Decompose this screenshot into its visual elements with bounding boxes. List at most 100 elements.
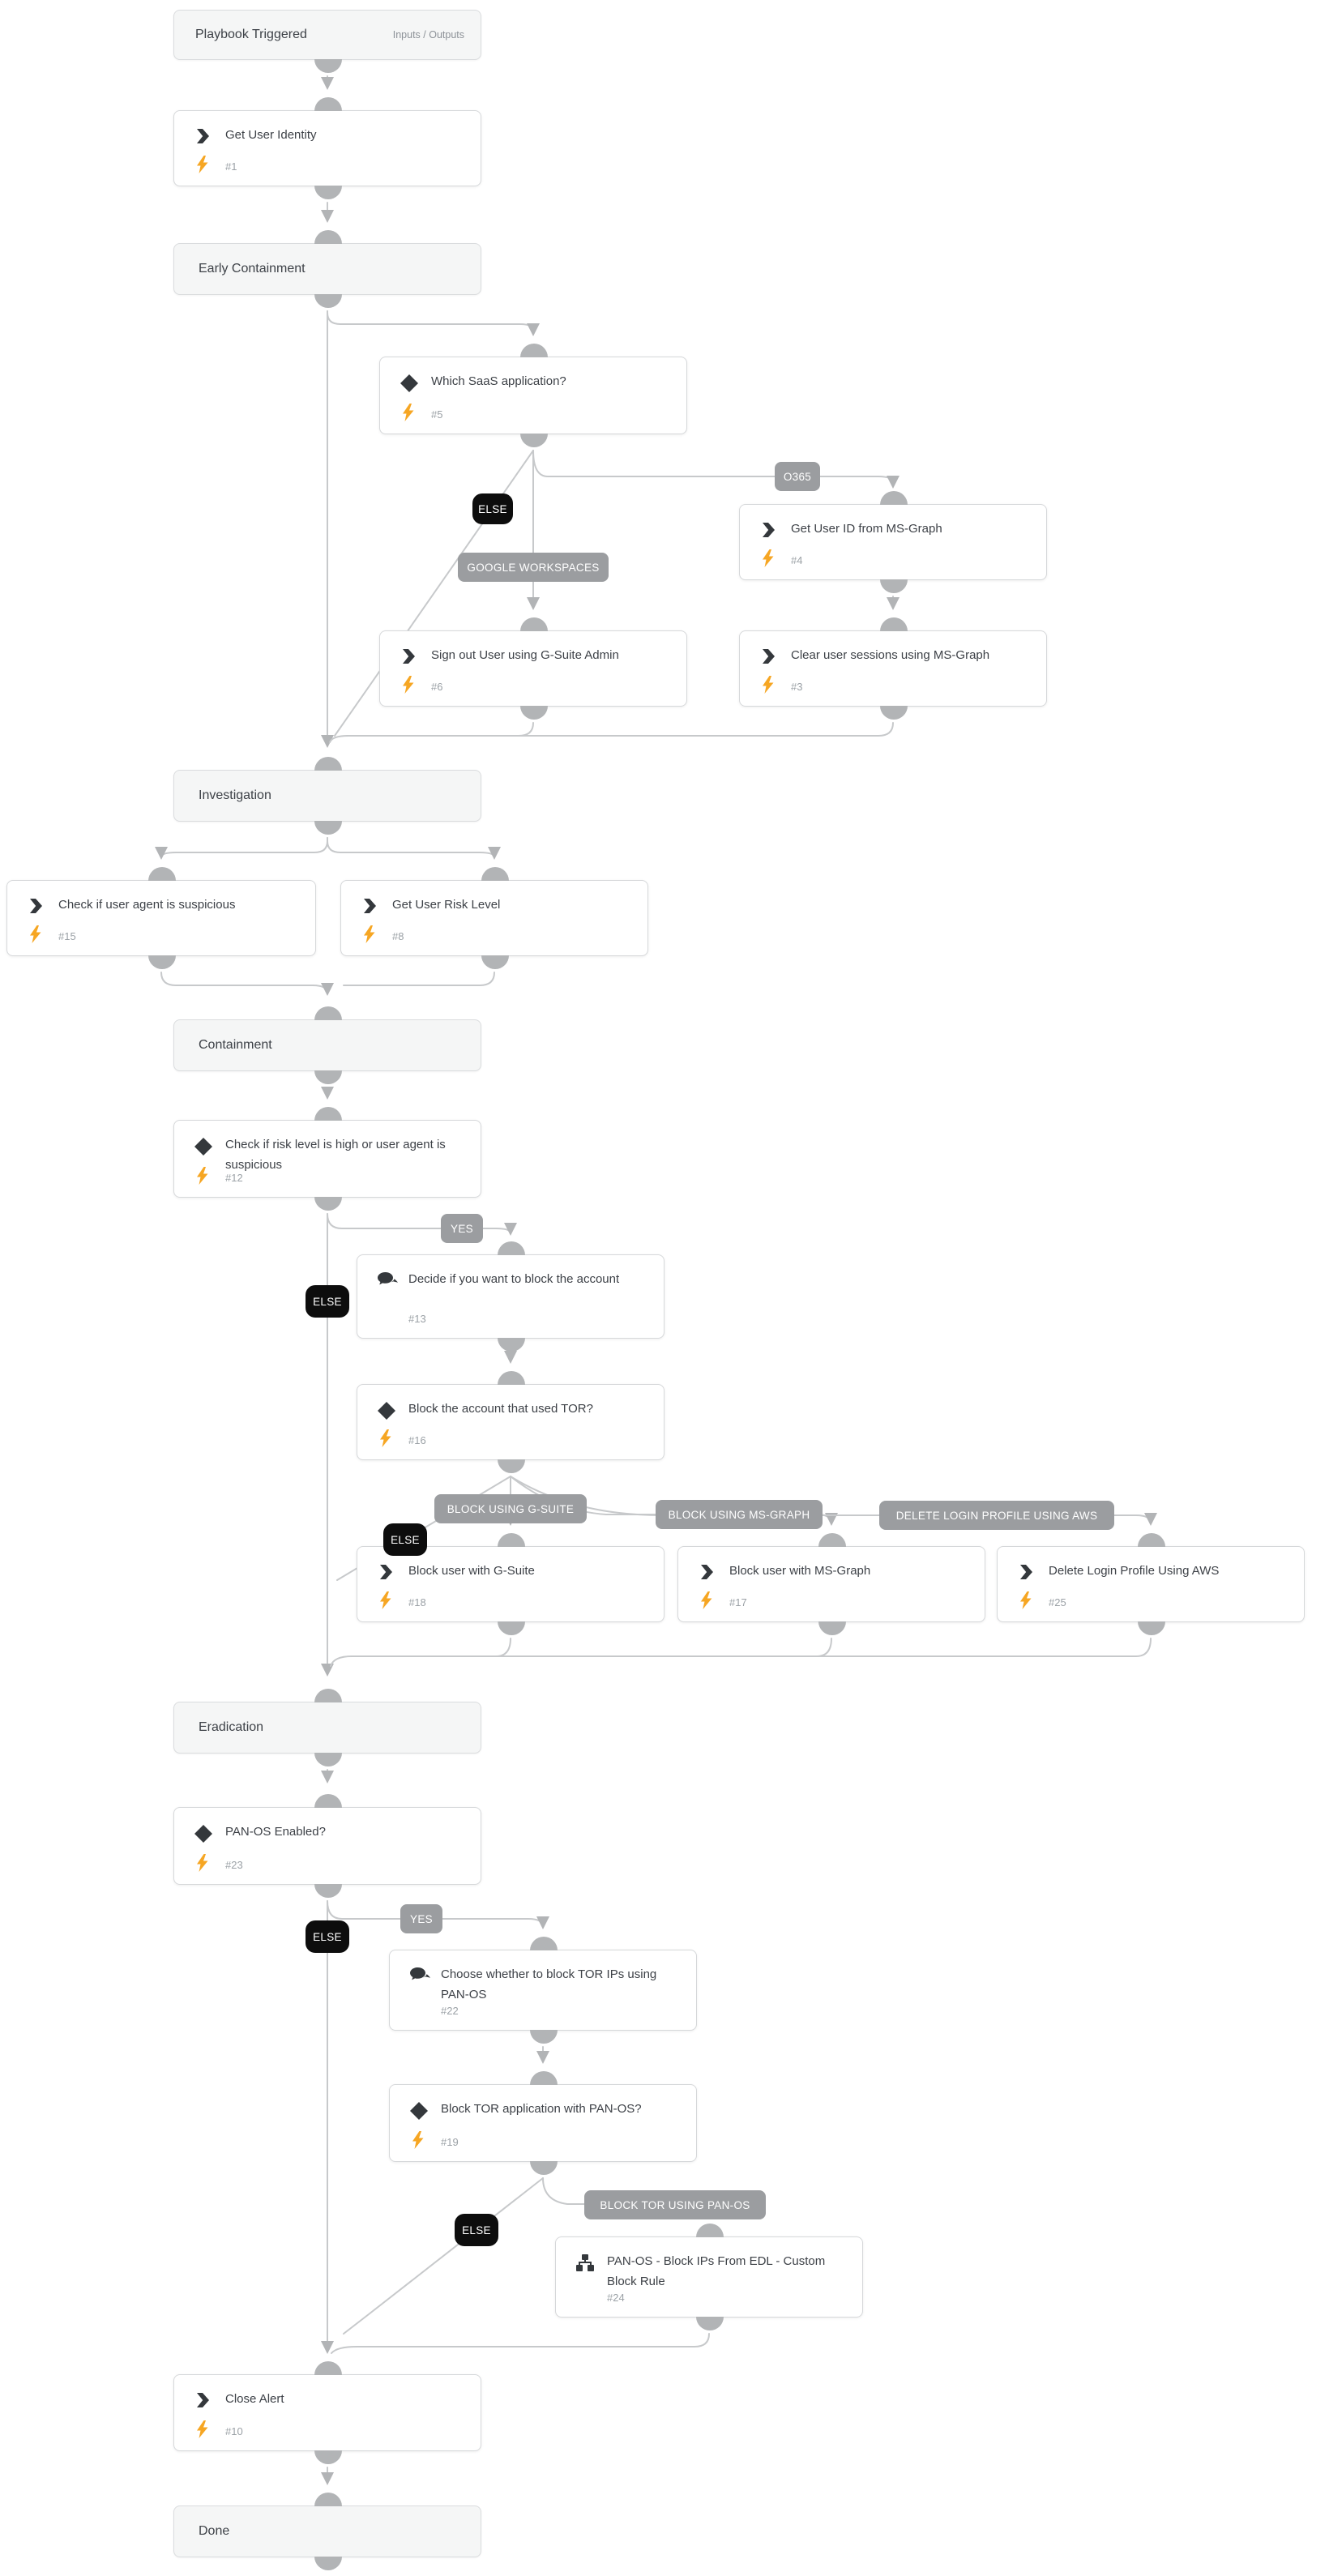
chevron-icon-wrap (760, 522, 780, 541)
edge-5-4-o365 (532, 450, 900, 489)
bolt-icon (412, 2131, 424, 2149)
connector-bottom[interactable] (498, 1338, 525, 1352)
node-eradication[interactable]: Eradication (173, 1689, 481, 1766)
connector-bottom[interactable] (314, 294, 342, 308)
connector-bottom[interactable] (1138, 1621, 1165, 1635)
connector-bottom[interactable] (880, 579, 908, 593)
node-delete-login-profile-using-aws[interactable]: Delete Login Profile Using AWS#25 (997, 1533, 1305, 1635)
node-block-tor-application-with-pan-os[interactable]: Block TOR application with PAN-OS?#19 (389, 2071, 697, 2175)
condition-diamond-icon (378, 1402, 395, 1420)
node-sign-out-user-using-g-suite-admin[interactable]: Sign out User using G-Suite Admin#6 (379, 617, 687, 720)
edge-label-delete-login-profile-using-aws: DELETE LOGIN PROFILE USING AWS (879, 1501, 1114, 1530)
node-get-user-id-from-ms-graph[interactable]: Get User ID from MS-Graph#4 (739, 491, 1047, 593)
node-early-containment[interactable]: Early Containment (173, 230, 481, 308)
task-title: Get User ID from MS-Graph (791, 522, 942, 536)
node-close-alert[interactable]: Close Alert#10 (173, 2361, 481, 2464)
node-check-if-risk-level-is-high-or-user-agent-is-suspicious[interactable]: Check if risk level is high or user agen… (173, 1107, 481, 1211)
node-block-user-with-ms-graph[interactable]: Block user with MS-Graph#17 (677, 1533, 985, 1635)
connector-bottom[interactable] (498, 1621, 525, 1635)
connector-top[interactable] (530, 1937, 558, 1950)
section-title: Investigation (199, 788, 271, 802)
connector-bottom[interactable] (314, 1197, 342, 1211)
connector-bottom[interactable] (314, 1070, 342, 1084)
quiet-mode-bolt-icon (363, 925, 376, 943)
connector-top[interactable] (880, 491, 908, 505)
node-clear-user-sessions-using-ms-graph[interactable]: Clear user sessions using MS-Graph#3 (739, 617, 1047, 720)
edge-label-else-19: ELSE (455, 2214, 498, 2246)
inputs-outputs-link[interactable]: Inputs / Outputs (392, 29, 464, 41)
node-decide-if-you-want-to-block-the-account[interactable]: Decide if you want to block the account#… (357, 1241, 664, 1352)
task-chevron-icon (30, 899, 42, 913)
connector-top[interactable] (498, 1241, 525, 1255)
diamond-icon-wrap (378, 1402, 397, 1421)
section-title: Early Containment (199, 262, 306, 276)
connector-bottom[interactable] (314, 59, 342, 73)
connector-top[interactable] (314, 1689, 342, 1702)
connector-top[interactable] (314, 2493, 342, 2506)
sitemap-icon-wrap (576, 2254, 596, 2274)
connector-bottom[interactable] (314, 1753, 342, 1766)
connector-top[interactable] (314, 97, 342, 111)
bolt-icon (197, 1167, 208, 1185)
connector-top[interactable] (481, 867, 509, 881)
connector-top[interactable] (314, 1006, 342, 1020)
task-title: Check if risk level is high or user agen… (225, 1138, 446, 1172)
connector-bottom[interactable] (818, 1621, 846, 1635)
connector-top[interactable] (818, 1533, 846, 1547)
connector-top[interactable] (520, 617, 548, 631)
node-get-user-identity[interactable]: Get User Identity#1 (173, 97, 481, 199)
edge-25-out (330, 1638, 1152, 1667)
edge-label-else-12: ELSE (306, 1285, 349, 1318)
node-containment[interactable]: Containment (173, 1006, 481, 1084)
connector-top[interactable] (880, 617, 908, 631)
quiet-mode-bolt-icon (412, 2131, 425, 2149)
node-block-the-account-that-used-tor[interactable]: Block the account that used TOR?#16 (357, 1371, 664, 1473)
node-investigation[interactable]: Investigation (173, 757, 481, 835)
quiet-mode-bolt-icon (29, 925, 42, 943)
node-block-user-with-g-suite[interactable]: Block user with G-Suite#18 (357, 1533, 664, 1635)
connector-top[interactable] (314, 1107, 342, 1121)
edge-18-out (353, 1638, 511, 1657)
connector-top[interactable] (1138, 1533, 1165, 1547)
connector-bottom[interactable] (481, 955, 509, 969)
node-which-saas-application[interactable]: Which SaaS application?#5 (379, 344, 687, 447)
connector-bottom[interactable] (148, 955, 176, 969)
node-pan-os-block-ips-from-edl-custom-block-rule[interactable]: PAN-OS - Block IPs From EDL - Custom Blo… (555, 2224, 863, 2330)
node-get-user-risk-level[interactable]: Get User Risk Level#8 (340, 867, 648, 969)
connector-bottom[interactable] (520, 706, 548, 720)
connector-top[interactable] (148, 867, 176, 881)
chevron-icon-wrap (1018, 1564, 1037, 1583)
node-check-if-user-agent-is-suspicious[interactable]: Check if user agent is suspicious#15 (6, 867, 316, 969)
node-choose-whether-to-block-tor-ips-using-pan-os[interactable]: Choose whether to block TOR IPs using PA… (389, 1937, 697, 2044)
connector-top[interactable] (314, 1794, 342, 1808)
connector-top[interactable] (314, 2361, 342, 2375)
node-done[interactable]: Done (173, 2493, 481, 2570)
connector-top[interactable] (696, 2224, 724, 2237)
node-pan-os-enabled[interactable]: PAN-OS Enabled?#23 (173, 1794, 481, 1898)
connector-bottom[interactable] (880, 706, 908, 720)
connector-top[interactable] (498, 1371, 525, 1385)
connector-top[interactable] (530, 2071, 558, 2085)
connector-bottom[interactable] (314, 2450, 342, 2464)
connector-bottom[interactable] (520, 434, 548, 447)
connector-top[interactable] (314, 230, 342, 244)
connector-bottom[interactable] (314, 2557, 342, 2570)
connector-top[interactable] (520, 344, 548, 357)
connector-bottom[interactable] (530, 2030, 558, 2044)
connector-top[interactable] (314, 757, 342, 771)
connector-bottom[interactable] (314, 186, 342, 199)
task-chevron-icon (1020, 1565, 1032, 1579)
bolt-icon (403, 676, 414, 694)
connector-top[interactable] (498, 1533, 525, 1547)
connector-bottom[interactable] (696, 2317, 724, 2330)
quiet-mode-bolt-icon (196, 156, 209, 173)
connector-bottom[interactable] (498, 1459, 525, 1473)
task-title: Which SaaS application? (431, 374, 566, 388)
bolt-icon (1020, 1591, 1032, 1609)
connector-bottom[interactable] (314, 821, 342, 835)
diamond-icon-wrap (194, 1138, 214, 1157)
connector-bottom[interactable] (530, 2161, 558, 2175)
connector-bottom[interactable] (314, 1884, 342, 1898)
